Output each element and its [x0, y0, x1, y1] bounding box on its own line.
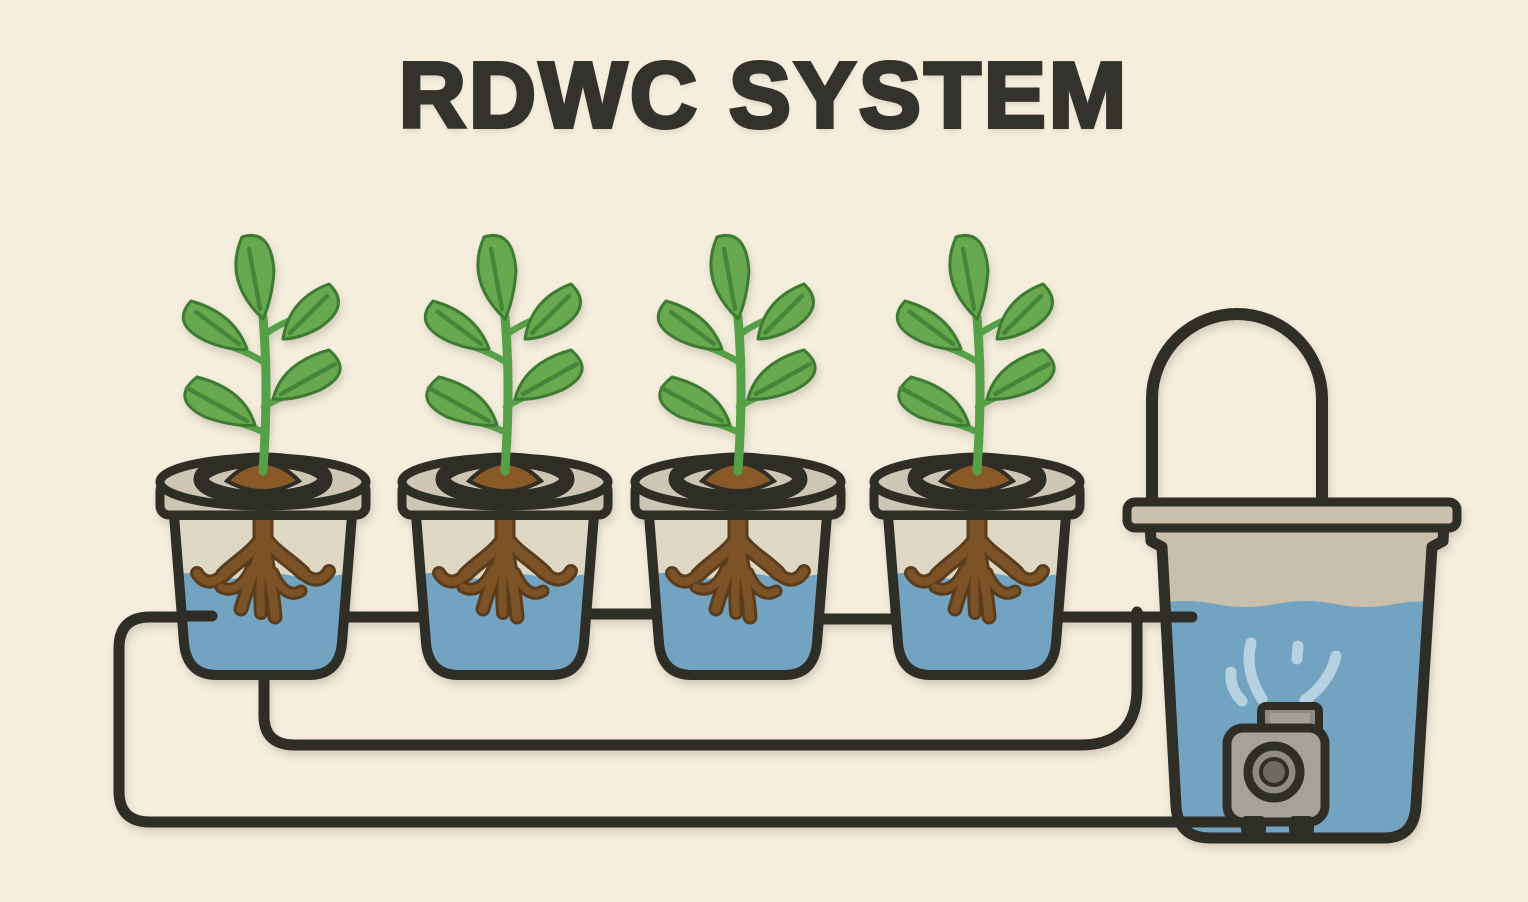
drain-pipe: [258, 606, 1143, 751]
reservoir: [1122, 308, 1462, 844]
water-spray: [1225, 637, 1342, 707]
plant-bucket-3: [635, 235, 841, 681]
reservoir-outline: [1144, 518, 1450, 844]
water-pump: [1222, 702, 1330, 835]
reservoir-handle: [1146, 308, 1328, 513]
reservoir-rim: [1122, 497, 1462, 533]
plant-bucket-4: [874, 235, 1080, 681]
plant-bucket-2: [402, 235, 608, 681]
return-pipe: [113, 611, 1272, 828]
pump-impeller-core: [1259, 757, 1289, 787]
pump-foot-right: [1289, 816, 1314, 835]
diagram-title: RDWC SYSTEM: [397, 42, 1130, 149]
plumbing: [113, 606, 1272, 828]
pump-foot-left: [1241, 816, 1266, 835]
